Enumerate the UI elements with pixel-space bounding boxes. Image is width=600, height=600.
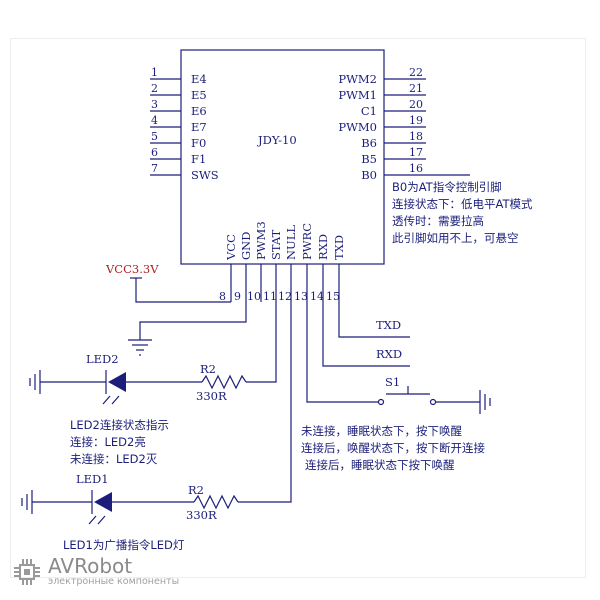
b0-note: 透传时：需要拉高 xyxy=(392,214,484,228)
b0-note: 此引脚如用不上，可悬空 xyxy=(392,231,519,245)
watermark-logo: AVRobot электронные компоненты xyxy=(12,555,179,589)
chip-logo-icon xyxy=(14,559,40,585)
vcc-wire xyxy=(135,278,231,303)
left-pins: 1 2 3 4 5 6 7 E4 E5 E6 E7 F0 F1 SWS xyxy=(150,66,219,182)
pin-label: PWRC xyxy=(300,223,314,260)
gnd-wire xyxy=(139,302,247,340)
pin-number: 18 xyxy=(409,130,423,143)
pin-label: GND xyxy=(239,232,253,260)
pin-number: 11 xyxy=(263,290,277,303)
pin-label: PWM1 xyxy=(338,88,377,102)
pin-label: VCC xyxy=(224,234,238,261)
led1-name: LED1 xyxy=(76,472,109,486)
pin-number: 16 xyxy=(409,162,423,175)
led2-resistor-icon xyxy=(201,374,247,390)
switch-label: S1 xyxy=(385,375,400,389)
ground-symbol-icon xyxy=(479,390,491,414)
pin-label: E4 xyxy=(191,72,207,86)
pin-label: E5 xyxy=(191,88,207,102)
led2-diode-icon xyxy=(102,370,126,405)
pin-number: 19 xyxy=(409,114,423,127)
led2-note: 连接：LED2亮 xyxy=(70,435,146,449)
logo-name: AVRobot xyxy=(48,554,133,578)
led1-resistor-value: 330R xyxy=(186,508,217,522)
led1-resistor-name: R2 xyxy=(188,483,204,497)
pin-number: 5 xyxy=(151,130,158,143)
b0-note: 连接状态下：低电平AT模式 xyxy=(392,197,533,211)
chip-body xyxy=(180,49,385,265)
pin-label: E7 xyxy=(191,120,207,134)
diagram-frame xyxy=(10,38,586,578)
pin-label: PWM2 xyxy=(338,72,377,86)
pin-number: 3 xyxy=(151,98,158,111)
bottom-pin-leads: 8 9 10 11 12 13 14 15 xyxy=(219,264,340,303)
led2-note: 未连接：LED2灭 xyxy=(70,452,158,466)
right-pins: 22 21 20 19 18 17 16 PWM2 PWM1 C1 PWM0 B… xyxy=(338,66,426,182)
pin-number: 20 xyxy=(409,98,423,111)
pin-label: NULL xyxy=(284,225,298,260)
ground-symbol-icon xyxy=(29,370,41,394)
null-wire xyxy=(238,302,292,503)
led1-diode-icon xyxy=(88,490,112,525)
switch-note: 连接后，唤醒状态下，按下断开连接 xyxy=(301,441,485,455)
led1-note: LED1为广播指令LED灯 xyxy=(63,538,185,552)
switch-note: 未连接，睡眠状态下，按下唤醒 xyxy=(301,424,462,438)
led2-resistor-name: R2 xyxy=(200,362,216,376)
pin-label: TXD xyxy=(332,235,346,260)
txd-wire xyxy=(338,302,410,338)
pin-label: STAT xyxy=(269,229,283,260)
stat-wire xyxy=(246,302,277,383)
pin-label: C1 xyxy=(361,104,377,118)
pin-label: B6 xyxy=(361,136,377,150)
pin-label: PWM0 xyxy=(338,120,377,134)
pin-number: 8 xyxy=(219,290,226,303)
pin-label: B0 xyxy=(361,168,377,182)
led2-resistor-value: 330R xyxy=(196,389,227,403)
chip-name: JDY-10 xyxy=(257,133,297,147)
pin-label: E6 xyxy=(191,104,207,118)
pin-number: 13 xyxy=(294,290,308,303)
ground-symbol-icon xyxy=(21,490,33,514)
pin-number: 1 xyxy=(151,66,158,79)
pin-number: 6 xyxy=(151,146,158,159)
pin-number: 10 xyxy=(247,290,261,303)
led2-name: LED2 xyxy=(86,352,119,366)
pin-number: 12 xyxy=(278,290,292,303)
rxd-label: RXD xyxy=(376,347,402,361)
b0-note: B0为AT指令控制引脚 xyxy=(392,180,502,194)
pin-number: 9 xyxy=(234,290,241,303)
bottom-pin-labels: VCC GND PWM3 STAT NULL PWRC RXD TXD xyxy=(224,221,346,261)
pin-number: 17 xyxy=(409,146,423,159)
pin-label: PWM3 xyxy=(254,221,268,260)
pwrc-wire xyxy=(306,302,378,403)
pin-number: 7 xyxy=(151,162,158,175)
push-switch-icon xyxy=(377,386,437,406)
vcc-label: VCC3.3V xyxy=(105,262,159,276)
pin-number: 15 xyxy=(326,290,340,303)
led2-note: LED2连接状态指示 xyxy=(70,418,169,432)
pin-number: 2 xyxy=(151,82,158,95)
pin-label: SWS xyxy=(191,168,219,182)
pin-label: F1 xyxy=(191,152,206,166)
pin-number: 22 xyxy=(409,66,423,79)
pin-number: 14 xyxy=(310,290,324,303)
pin-label: RXD xyxy=(316,234,330,260)
logo-text: AVRobot электронные компоненты xyxy=(48,556,179,588)
txd-label: TXD xyxy=(376,318,401,332)
pin-label: B5 xyxy=(361,152,377,166)
pin-number: 21 xyxy=(409,82,423,95)
rxd-wire xyxy=(322,302,410,367)
switch-note: 连接后，睡眠状态下按下唤醒 xyxy=(305,458,455,472)
ground-symbol-icon xyxy=(128,339,152,356)
logo-tagline: электронные компоненты xyxy=(48,576,180,587)
pin-number: 4 xyxy=(151,114,158,127)
led1-resistor-icon xyxy=(193,494,239,510)
pin-label: F0 xyxy=(191,136,206,150)
